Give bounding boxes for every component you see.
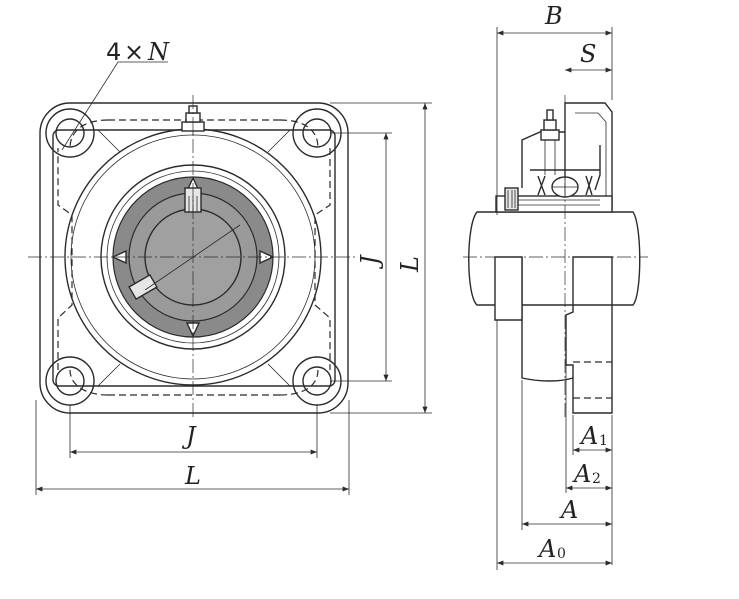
label-bolt-count: 4 bbox=[106, 38, 121, 66]
hidden-outline bbox=[57, 119, 331, 396]
flange-outline bbox=[39, 102, 349, 414]
label-a2: A bbox=[572, 460, 591, 488]
label-l-horizontal: L bbox=[184, 462, 201, 490]
front-view bbox=[28, 61, 355, 420]
label-j-horizontal: J bbox=[181, 422, 197, 450]
bolt-hole-leader bbox=[61, 61, 168, 151]
grease-nipple-side bbox=[540, 109, 560, 175]
side-flange-plate bbox=[565, 256, 613, 414]
label-a2-sub: 2 bbox=[592, 471, 601, 487]
label-j-vertical: J bbox=[356, 254, 384, 270]
shaft-outline bbox=[468, 211, 641, 306]
seal-shapes bbox=[530, 169, 600, 196]
label-a: A bbox=[559, 496, 578, 524]
shaft-collar bbox=[494, 256, 523, 321]
label-a1-sub: 1 bbox=[599, 433, 608, 449]
side-dimensions bbox=[496, 27, 613, 570]
corner-bevels bbox=[97, 129, 291, 387]
set-screw-side bbox=[128, 273, 158, 301]
label-bolt-times: × bbox=[124, 38, 144, 66]
label-a0: A bbox=[537, 535, 556, 563]
side-view bbox=[463, 95, 648, 420]
front-dimensions bbox=[35, 102, 432, 495]
label-b: B bbox=[544, 2, 563, 30]
side-housing-body bbox=[521, 257, 574, 382]
diag-centerline bbox=[144, 224, 241, 291]
label-s: S bbox=[580, 40, 596, 68]
side-flange-top bbox=[564, 102, 613, 210]
side-set-screw bbox=[504, 187, 519, 211]
label-bolt-n: N bbox=[147, 38, 170, 66]
label-l-vertical: L bbox=[396, 256, 424, 273]
side-hidden-lines bbox=[573, 361, 612, 399]
side-labels: B S A 1 A 2 A A 0 bbox=[537, 2, 608, 563]
label-a0-sub: 0 bbox=[557, 546, 566, 562]
label-a1: A bbox=[579, 422, 598, 450]
